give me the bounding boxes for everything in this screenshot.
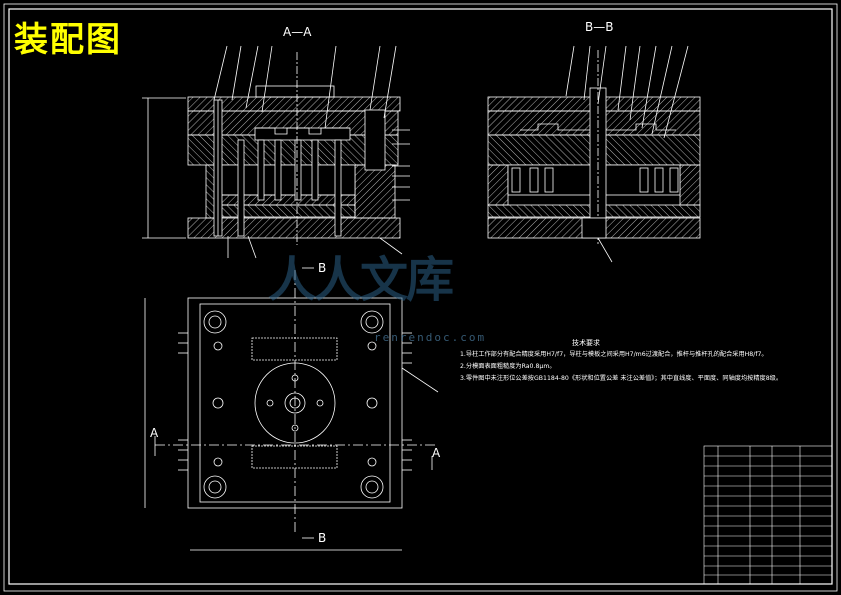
- section-b-b-label: B—B: [585, 20, 614, 34]
- watermark-logo: 人人文库: [268, 252, 454, 308]
- plan-view: [144, 267, 439, 551]
- section-a-a-label: A—A: [283, 25, 312, 39]
- note-line-1: 1.导柱工作部分有配合精度采用H7/f7，导柱与模板之间采用H7/m6过渡配合，…: [460, 351, 768, 358]
- section-a-a-view: [142, 45, 410, 259]
- inner-border: [8, 8, 833, 585]
- section-b-b-view: [487, 45, 701, 263]
- title-block: [703, 445, 833, 585]
- section-mark-a-right: A: [432, 446, 441, 460]
- outer-border: [3, 3, 838, 592]
- section-mark-b-top: B: [318, 261, 327, 275]
- section-mark-b-bottom: B: [318, 531, 327, 545]
- note-line-3: 3.零件图中未注形位公差按GB1184-80《形状和位置公差 未注公差值》；其中…: [460, 375, 783, 382]
- technical-requirements: 技术要求 1.导柱工作部分有配合精度采用H7/f7，导柱与模板之间采用H7/m6…: [460, 337, 782, 385]
- note-line-2: 2.分模面表面粗糙度为Ra0.8μm。: [460, 363, 556, 370]
- section-mark-a-left: A: [150, 426, 159, 440]
- watermark-url: renrendoc.com: [374, 331, 487, 344]
- drawing-title: 装配图: [14, 20, 122, 60]
- notes-heading: 技术要求: [572, 339, 600, 347]
